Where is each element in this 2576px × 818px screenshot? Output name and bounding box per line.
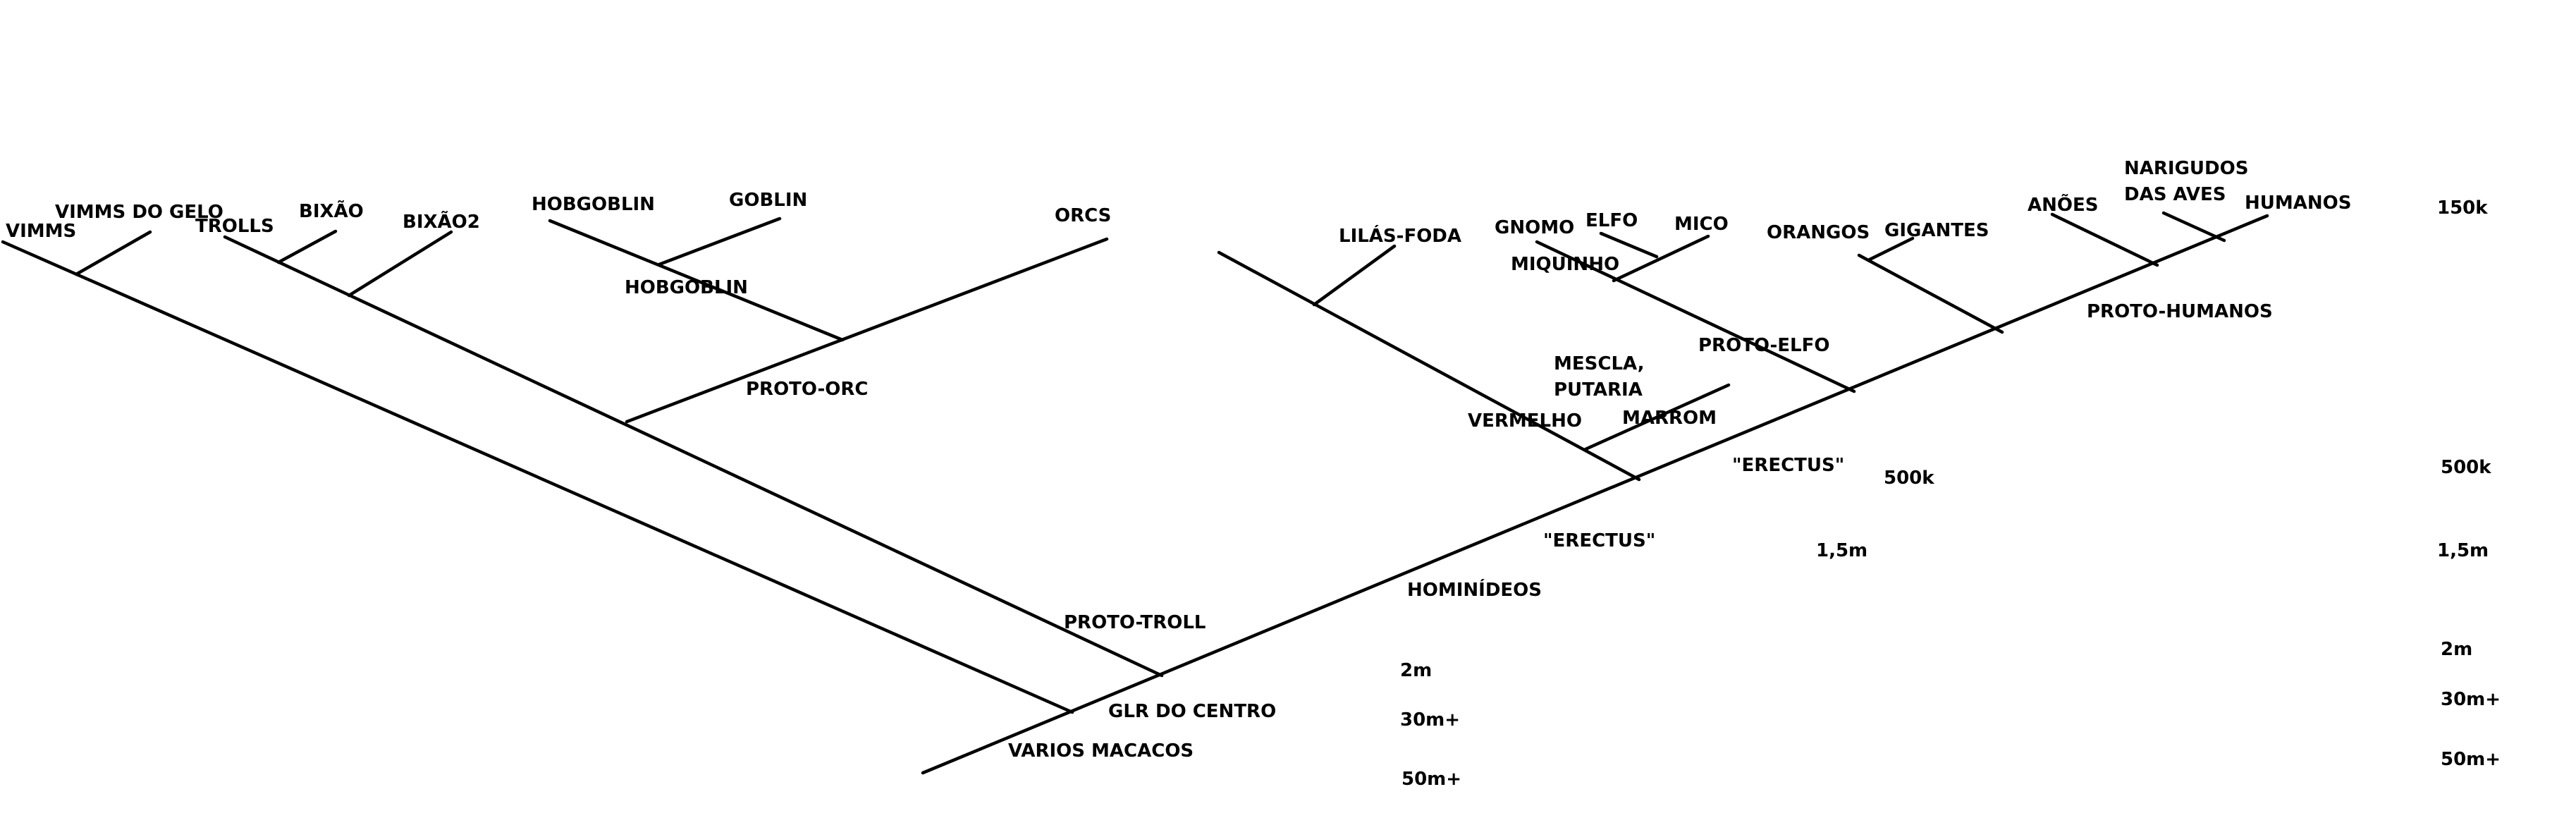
time-mark-2m-mid: 2m — [1400, 660, 1433, 681]
label-vermelho: VERMELHO — [1468, 410, 1582, 432]
label-anoes: ANÕES — [2028, 195, 2099, 216]
branch-lilas-foda-twig — [1312, 244, 1397, 307]
branch-mescla-marrom-twig — [1583, 383, 1731, 451]
time-mark-50m-right: 50m+ — [2441, 749, 2501, 770]
branch-goblin-twig — [657, 216, 782, 267]
time-mark-30m-right: 30m+ — [2441, 689, 2501, 710]
time-mark-30m-mid: 30m+ — [1400, 709, 1461, 731]
label-proto-humanos: PROTO-HUMANOS — [2087, 301, 2273, 322]
label-miquinho: MIQUINHO — [1511, 254, 1620, 275]
label-narigudos-line2: DAS AVES — [2124, 184, 2226, 205]
time-mark-150k: 150k — [2437, 197, 2488, 219]
label-mescla-line1: MESCLA, — [1554, 353, 1645, 374]
label-gigantes: GIGANTES — [1884, 220, 1989, 241]
label-marrom: MARROM — [1622, 408, 1717, 429]
branch-miquinho-branch — [1612, 234, 1710, 283]
branch-anoes-branch — [2050, 212, 2159, 267]
label-erectus-upper: "ERECTUS" — [1732, 455, 1845, 476]
label-trolls: TROLLS — [195, 216, 274, 237]
tree-branches — [1, 211, 2269, 775]
time-mark-1-5m-right: 1,5m — [2437, 540, 2489, 561]
branch-vimms-do-gelo-twig — [74, 230, 152, 276]
branch-elfo-twig — [1599, 231, 1659, 259]
label-mico: MICO — [1674, 214, 1729, 235]
time-mark-1-5m-mid: 1,5m — [1816, 540, 1868, 561]
label-orcs: ORCS — [1055, 205, 1112, 226]
label-goblin: GOBLIN — [729, 190, 808, 211]
label-glr-do-centro: GLR DO CENTRO — [1108, 701, 1277, 722]
label-vimms: VIMMS — [6, 221, 77, 242]
branch-bixao2-twig — [347, 230, 453, 298]
branch-proto-orc-branch — [625, 237, 1109, 424]
branch-bixao-twig — [276, 229, 338, 264]
label-humanos: HUMANOS — [2245, 193, 2352, 214]
label-proto-orc: PROTO-ORC — [746, 379, 869, 400]
time-mark-2m-right: 2m — [2441, 639, 2473, 660]
branch-proto-elfo-branch — [1535, 240, 1856, 393]
label-vimms-do-gelo: VIMMS DO GELO — [55, 202, 223, 223]
branch-narigudos-twig — [2161, 211, 2226, 243]
label-bixao2: BIXÃO2 — [403, 212, 480, 233]
time-mark-500k-mid: 500k — [1884, 468, 1934, 489]
label-mescla-line2: PUTARIA — [1554, 379, 1643, 401]
label-erectus-lower: "ERECTUS" — [1543, 530, 1656, 551]
label-bixao: BIXÃO — [299, 201, 364, 222]
branch-vimms-stem — [1, 240, 1074, 714]
branch-hobgoblin-branch — [548, 219, 845, 342]
branch-gigantes-twig — [1866, 236, 1915, 262]
branch-vermelho-branch — [1217, 250, 1641, 482]
label-hominideos: HOMINÍDEOS — [1407, 580, 1542, 601]
time-mark-50m-mid: 50m+ — [1402, 769, 1462, 790]
label-elfo: ELFO — [1586, 210, 1638, 231]
label-proto-elfo: PROTO-ELFO — [1698, 335, 1830, 356]
branch-trunk — [921, 214, 2269, 775]
label-hobgoblin-top: HOBGOBLIN — [532, 194, 655, 215]
label-narigudos-line1: NARIGUDOS — [2124, 158, 2249, 179]
label-proto-troll: PROTO-TROLL — [1064, 612, 1206, 633]
label-varios-macacos: VARIOS MACACOS — [1008, 740, 1194, 762]
label-hobgoblin-mid: HOBGOBLIN — [625, 277, 748, 298]
branch-proto-humanos-branch — [1857, 253, 2004, 334]
time-mark-500k-right: 500k — [2441, 457, 2491, 478]
label-orangos: ORANGOS — [1767, 222, 1870, 243]
label-gnomo: GNOMO — [1495, 217, 1575, 238]
label-lilas-foda: LILÁS-FODA — [1339, 226, 1462, 247]
branch-proto-troll-stem — [223, 235, 1164, 678]
